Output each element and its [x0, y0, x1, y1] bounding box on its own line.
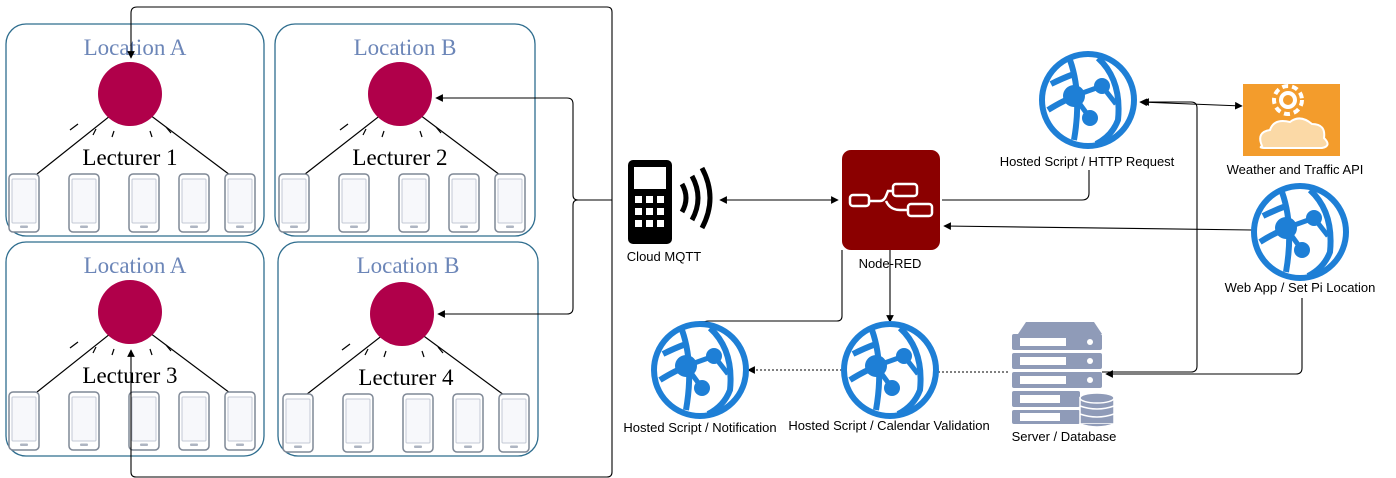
lecturer-dot	[368, 62, 432, 126]
web-app-label: Web App / Set Pi Location	[1225, 280, 1376, 295]
location-panel-1: Location A Lecturer 1	[5, 23, 265, 237]
location-title: Location A	[84, 253, 187, 278]
lecturer-dot	[98, 62, 162, 126]
http-request-label: Hosted Script / HTTP Request	[1000, 154, 1175, 169]
globe-icon	[654, 324, 746, 416]
location-title: Location B	[357, 253, 460, 278]
lecturer-dot	[98, 280, 162, 344]
location-panel-3: Location A Lecturer 3	[5, 241, 265, 457]
mqtt-device-icon	[628, 160, 713, 244]
globe-icon	[1254, 186, 1346, 278]
server-database-label: Server / Database	[1012, 429, 1117, 444]
node-red-icon	[842, 150, 940, 250]
node-red-node: Node-RED	[842, 150, 940, 271]
cloud-mqtt-node: Cloud MQTT	[627, 160, 713, 264]
calendar-validation-node: Hosted Script / Calendar Validation	[788, 324, 990, 433]
lecturer-label: Lecturer 2	[352, 145, 447, 170]
location-panel-2: Location B Lecturer 2	[274, 23, 536, 237]
location-title: Location B	[354, 35, 457, 60]
lecturer-dot	[370, 282, 434, 346]
node-red-label: Node-RED	[859, 256, 922, 271]
server-database-node: Server / Database	[1012, 322, 1117, 444]
globe-icon	[844, 324, 936, 416]
connectors	[127, 6, 1303, 478]
notification-label: Hosted Script / Notification	[623, 420, 776, 435]
web-app-node: Web App / Set Pi Location	[1225, 186, 1376, 295]
globe-icon	[1042, 54, 1134, 146]
weather-icon	[1243, 84, 1340, 156]
location-panel-4: Location B Lecturer 4	[277, 241, 539, 457]
lecturer-label: Lecturer 4	[358, 365, 454, 390]
weather-api-node: Weather and Traffic API	[1227, 84, 1364, 177]
database-icon	[1079, 392, 1115, 428]
mqtt-label: Cloud MQTT	[627, 249, 701, 264]
calendar-validation-label: Hosted Script / Calendar Validation	[788, 418, 989, 433]
location-title: Location A	[84, 35, 187, 60]
lecturer-label: Lecturer 3	[82, 363, 177, 388]
notification-node: Hosted Script / Notification	[623, 324, 777, 435]
lecturer-label: Lecturer 1	[82, 145, 177, 170]
weather-api-label: Weather and Traffic API	[1227, 162, 1364, 177]
server-icon	[1012, 322, 1115, 428]
http-request-node: Hosted Script / HTTP Request	[1000, 54, 1175, 169]
